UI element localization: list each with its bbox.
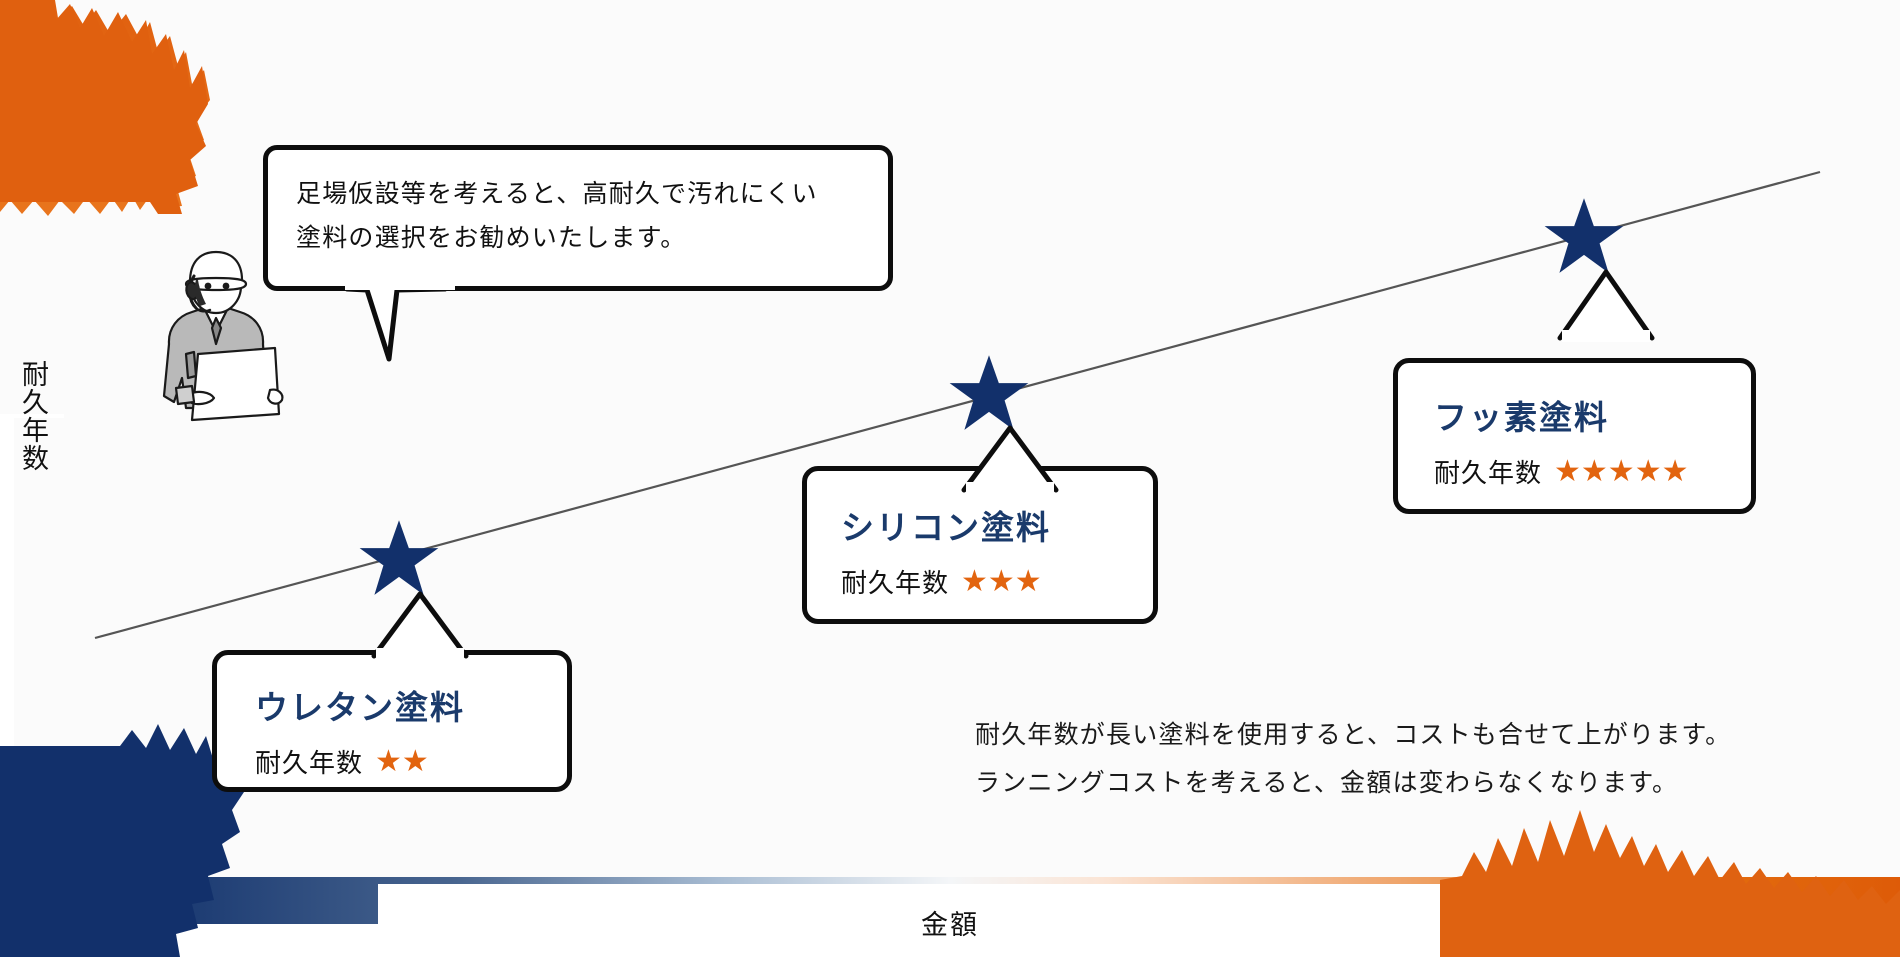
- speech-bubble-tail: [345, 285, 455, 362]
- rating-label-fluorine: 耐久年数: [1434, 459, 1543, 489]
- advisor-speech-bubble: 足場仮設等を考えると、高耐久で汚れにくい 塗料の選択をお勧めいたします。: [263, 145, 893, 291]
- callout-rating-fluorine: 耐久年数 ★★★★★: [1434, 453, 1751, 490]
- rating-label-silicone: 耐久年数: [841, 569, 950, 599]
- left-notch-top: [0, 414, 64, 418]
- x-axis-label: 金額: [921, 910, 979, 941]
- callout-rating-urethane: 耐久年数 ★★: [255, 743, 567, 780]
- speech-line-2: 塗料の選択をお勧めいたします。: [296, 222, 687, 252]
- callout-rating-silicone: 耐久年数 ★★★: [841, 563, 1153, 600]
- callout-urethane[interactable]: ウレタン塗料 耐久年数 ★★: [212, 650, 572, 792]
- callout-title-silicone: シリコン塗料: [841, 508, 1051, 547]
- callout-fluorine[interactable]: フッ素塗料 耐久年数 ★★★★★: [1393, 358, 1756, 514]
- speech-line-1: 足場仮設等を考えると、高耐久で汚れにくい: [296, 179, 818, 208]
- callout-tail-silicone: [961, 425, 1059, 494]
- advisor-character-icon: [162, 250, 284, 422]
- data-point-star-fluorine: [1544, 198, 1624, 273]
- callout-tail-urethane: [371, 591, 469, 660]
- data-point-star-silicone: [949, 355, 1029, 430]
- rating-label-urethane: 耐久年数: [255, 749, 364, 779]
- cost-note-line-2: ランニングコストを考えると、金額は変わらなくなります。: [975, 767, 1679, 797]
- callout-title-fluorine: フッ素塗料: [1434, 398, 1609, 437]
- data-point-star-urethane: [359, 520, 439, 595]
- callout-tail-fluorine: [1557, 269, 1655, 342]
- cost-note: 耐久年数が長い塗料を使用すると、コストも合せて上がります。 ランニングコストを考…: [975, 718, 1731, 814]
- y-axis-label: 耐久年数: [17, 360, 48, 472]
- star-rating-fluorine: ★★★★★: [1554, 454, 1689, 488]
- callout-title-urethane: ウレタン塗料: [255, 688, 465, 727]
- cost-note-line-1: 耐久年数が長い塗料を使用すると、コストも合せて上がります。: [975, 720, 1732, 749]
- star-rating-silicone: ★★★: [961, 564, 1042, 598]
- star-rating-urethane: ★★: [375, 744, 429, 778]
- left-outer-white-lower: [0, 414, 14, 824]
